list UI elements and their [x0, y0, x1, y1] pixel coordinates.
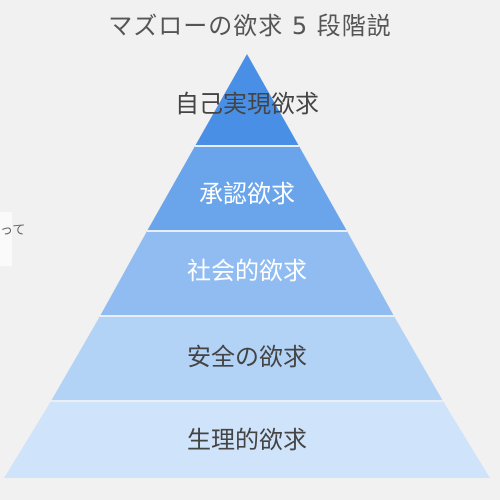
pyramid-level-3-label: 社会的欲求	[187, 257, 307, 285]
pyramid-level-4-label: 安全の欲求	[187, 343, 307, 371]
pyramid-level-2: 承認欲求	[147, 146, 347, 231]
pyramid-level-5-shape	[4, 401, 490, 478]
pyramid-level-3-shape	[100, 231, 394, 316]
side-card-fragment	[0, 212, 12, 266]
pyramid-level-5-label: 生理的欲求	[187, 426, 307, 454]
pyramid-level-1: 自己実現欲求	[175, 54, 319, 146]
pyramid-level-2-label: 承認欲求	[199, 180, 295, 208]
side-text-fragment: って	[0, 223, 26, 238]
pyramid-level-2-shape	[147, 146, 347, 231]
pyramid-level-5: 生理的欲求	[4, 401, 490, 478]
pyramid-dividers	[51, 145, 443, 402]
pyramid-level-1-label: 自己実現欲求	[175, 90, 319, 118]
pyramid-level-4-shape	[51, 316, 443, 401]
pyramid-level-4: 安全の欲求	[51, 316, 443, 401]
pyramid-level-1-shape	[195, 54, 299, 146]
slide-title: マズローの欲求 5 段階説	[108, 12, 392, 40]
pyramid-level-3: 社会的欲求	[100, 231, 394, 316]
